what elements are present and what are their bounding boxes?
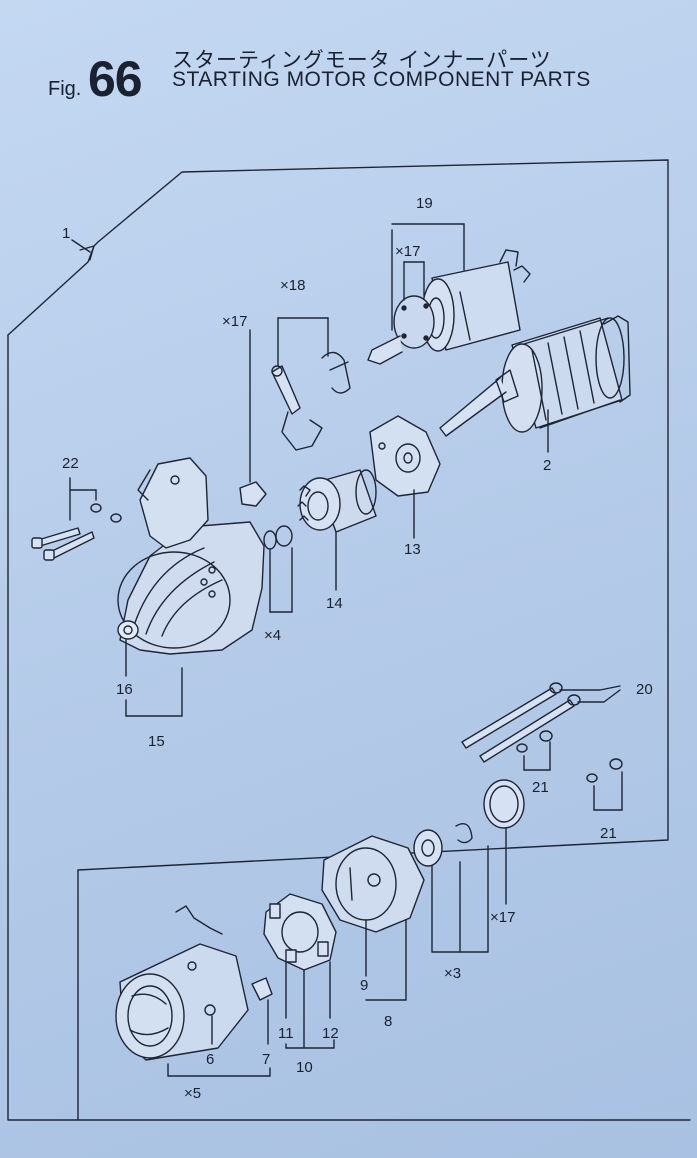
callout-19: 19 bbox=[416, 195, 433, 212]
callout-15: 15 bbox=[148, 733, 165, 750]
callout-21-right: 21 bbox=[600, 825, 617, 842]
callout-20: 20 bbox=[636, 681, 653, 698]
callout-18: ×18 bbox=[280, 277, 305, 294]
pinion-stop-block bbox=[239, 481, 267, 507]
callout-8: 8 bbox=[384, 1013, 392, 1030]
callout-12: 12 bbox=[322, 1025, 339, 1042]
leader-20 bbox=[559, 685, 621, 703]
through-bolts-20 bbox=[461, 682, 581, 763]
callout-4: ×4 bbox=[264, 627, 281, 644]
yoke-field-frame bbox=[115, 905, 273, 1061]
title-japanese: スターティングモータ インナーパーツ bbox=[172, 48, 552, 72]
through-bolts-22 bbox=[31, 503, 122, 561]
assembly-outline-left bbox=[7, 334, 79, 1121]
callout-5: ×5 bbox=[184, 1085, 201, 1102]
commutator-end-frame bbox=[321, 835, 425, 933]
callout-6: 6 bbox=[206, 1051, 214, 1068]
fig-label: Fig. bbox=[48, 78, 82, 100]
screws-21-mid bbox=[516, 730, 553, 753]
washers-3 bbox=[413, 823, 473, 867]
assembly-notch bbox=[79, 245, 95, 261]
screws-21-right bbox=[586, 758, 623, 783]
callout-1: 1 bbox=[62, 225, 70, 242]
washers-4 bbox=[263, 525, 293, 550]
center-bracket-plate bbox=[369, 415, 441, 497]
callout-7: 7 bbox=[262, 1051, 270, 1068]
shift-lever bbox=[271, 351, 351, 451]
solenoid-switch bbox=[367, 249, 531, 365]
callout-17-left: ×17 bbox=[222, 313, 247, 330]
assembly-outline-upper bbox=[7, 159, 691, 1121]
callout-11: 11 bbox=[278, 1025, 294, 1042]
callout-17-lower: ×17 bbox=[490, 909, 515, 926]
callout-17-solenoid: ×17 bbox=[395, 243, 420, 260]
callout-16: 16 bbox=[116, 681, 133, 698]
armature bbox=[439, 315, 631, 437]
callout-3: ×3 bbox=[444, 965, 461, 982]
callout-13: 13 bbox=[404, 541, 421, 558]
fig-number: 66 bbox=[88, 51, 143, 107]
title-english: STARTING MOTOR COMPONENT PARTS bbox=[172, 68, 591, 91]
leader-1 bbox=[71, 239, 91, 253]
pinion-clutch bbox=[297, 469, 377, 533]
callout-21-mid: 21 bbox=[532, 779, 549, 796]
callout-10: 10 bbox=[296, 1059, 313, 1076]
drive-housing bbox=[117, 457, 265, 655]
callout-9: 9 bbox=[360, 977, 368, 994]
callout-22: 22 bbox=[62, 455, 79, 472]
end-cap bbox=[483, 779, 525, 829]
brush-holder bbox=[263, 893, 337, 971]
callout-14: 14 bbox=[326, 595, 343, 612]
callout-2: 2 bbox=[543, 457, 551, 474]
